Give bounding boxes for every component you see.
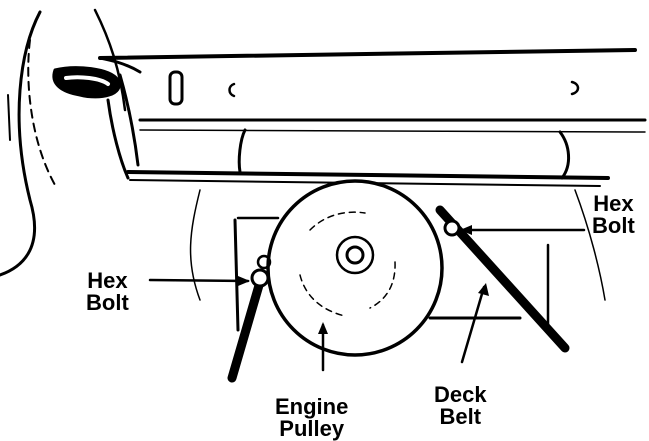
deck-belt: [227, 205, 570, 383]
leader-deck-belt: [460, 285, 486, 364]
label-hex-bolt-right: Hex Bolt: [592, 191, 635, 238]
engine-pulley: [266, 179, 444, 357]
leader-hex-bolt-left: [148, 278, 250, 283]
arrowhead-engine-pulley: [318, 322, 328, 334]
hex-bolt-right: [443, 219, 461, 237]
hex-bolt-left: [250, 254, 272, 288]
mower-frame: [98, 48, 647, 133]
label-hex-bolt-left: Hex Bolt: [86, 268, 129, 315]
axle-bracket: [52, 66, 140, 180]
lower-rails: [126, 128, 610, 332]
arrowhead-hex-bolt-right: [460, 225, 472, 235]
arrowhead-hex-bolt-left: [238, 276, 250, 286]
arrowhead-deck-belt: [478, 283, 489, 296]
label-engine-pulley: Engine Pulley: [275, 394, 349, 441]
rear-tire: [0, 8, 127, 277]
label-deck-belt: Deck Belt: [434, 382, 487, 429]
